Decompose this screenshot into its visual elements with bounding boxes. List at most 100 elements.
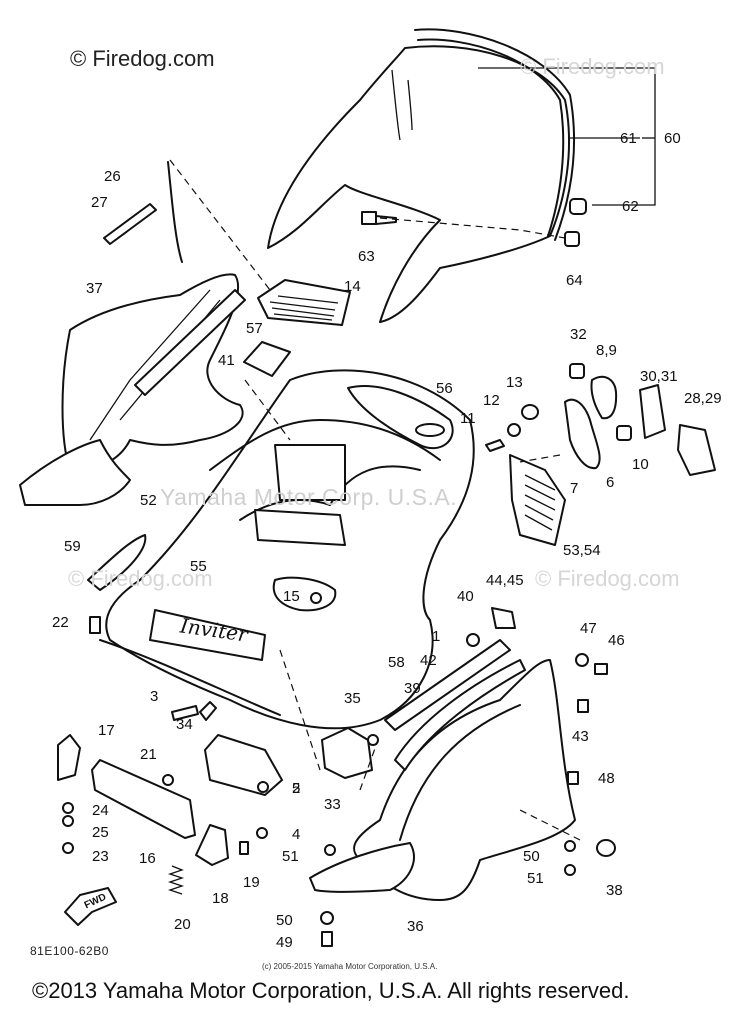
callout-27: 27 xyxy=(91,194,108,211)
callout-15: 15 xyxy=(283,588,300,605)
grommet-64 xyxy=(564,231,580,247)
bolt-19 xyxy=(239,841,249,855)
bolt-46 xyxy=(594,663,608,675)
callout-21: 21 xyxy=(140,746,157,763)
bracket-17 xyxy=(57,734,81,781)
callout-22: 22 xyxy=(52,614,69,631)
bolt-11 xyxy=(485,439,505,452)
callout-39: 39 xyxy=(404,680,421,697)
spring-20 xyxy=(167,865,185,895)
watermark-firedog-faint: © Firedog.com xyxy=(68,566,213,591)
bracket-6 xyxy=(564,398,601,470)
callout-26: 26 xyxy=(104,168,121,185)
callout-51: 51 xyxy=(282,848,299,865)
callout-5: 5 xyxy=(292,780,301,797)
bracket-30-31 xyxy=(639,384,666,439)
callout-1: 1 xyxy=(432,628,441,645)
callout-47: 47 xyxy=(580,620,597,637)
buffer-2 xyxy=(204,734,283,796)
grommet-13 xyxy=(521,404,539,420)
callout-59: 59 xyxy=(64,538,81,555)
washer-25 xyxy=(62,815,74,827)
callout-20: 20 xyxy=(174,916,191,933)
washer-47 xyxy=(575,653,589,667)
callout-64: 64 xyxy=(566,272,583,289)
hood xyxy=(99,369,475,730)
watermark-firedog: © Firedog.com xyxy=(70,46,215,71)
callout-50: 50 xyxy=(276,912,293,929)
callout-46: 46 xyxy=(608,632,625,649)
nut-4 xyxy=(256,827,268,839)
callout-44-45: 44,45 xyxy=(486,572,524,589)
side-cowl-36 xyxy=(309,659,576,901)
bracket-44-45 xyxy=(491,607,516,629)
callout-40: 40 xyxy=(457,588,474,605)
callout-4: 4 xyxy=(292,826,301,843)
callout-2: 2 xyxy=(292,780,301,797)
small-copyright: (c) 2005-2015 Yamaha Motor Corporation, … xyxy=(262,962,438,971)
strap-41 xyxy=(134,289,246,396)
callout-18: 18 xyxy=(212,890,229,907)
callout-14: 14 xyxy=(344,278,361,295)
bumper-16 xyxy=(91,759,196,839)
nut-15 xyxy=(310,592,322,604)
callout-51: 51 xyxy=(527,870,544,887)
callout-55: 55 xyxy=(190,558,207,575)
watermark-firedog-faint: © Firedog.com xyxy=(520,54,665,79)
footer-copyright: ©2013 Yamaha Motor Corporation, U.S.A. A… xyxy=(32,978,630,1003)
callout-41: 41 xyxy=(218,352,235,369)
callout-13: 13 xyxy=(506,374,523,391)
callout-8-9: 8,9 xyxy=(596,342,617,359)
callout-28-29: 28,29 xyxy=(684,390,722,407)
nut-51a xyxy=(324,844,336,856)
callout-33: 33 xyxy=(324,796,341,813)
callout-32: 32 xyxy=(570,326,587,343)
callout-34: 34 xyxy=(176,716,193,733)
bracket-18 xyxy=(195,824,229,866)
nut-21 xyxy=(162,774,174,786)
callout-36: 36 xyxy=(407,918,424,935)
callout-16: 16 xyxy=(139,850,156,867)
callout-12: 12 xyxy=(483,392,500,409)
bolt-43 xyxy=(577,699,589,713)
callout-11: 11 xyxy=(460,410,476,427)
grille-14 xyxy=(257,279,351,326)
bolt-63 xyxy=(361,211,397,225)
washer-5 xyxy=(257,781,269,793)
callout-49: 49 xyxy=(276,934,293,951)
callout-53-54: 53,54 xyxy=(563,542,601,559)
callout-7: 7 xyxy=(570,480,579,497)
callout-6: 6 xyxy=(606,474,615,491)
bracket-8-9 xyxy=(590,375,618,420)
callout-24: 24 xyxy=(92,802,109,819)
nut-32 xyxy=(569,363,585,379)
callout-17: 17 xyxy=(98,722,115,739)
bolt-3 xyxy=(171,705,199,721)
callout-23: 23 xyxy=(92,848,109,865)
callout-43: 43 xyxy=(572,728,589,745)
bolt-48 xyxy=(567,771,579,785)
watermark-firedog-faint: © Firedog.com xyxy=(535,566,680,591)
grommet-50b xyxy=(564,840,576,852)
callout-57: 57 xyxy=(246,320,263,337)
trim-62 xyxy=(569,198,587,215)
callout-10: 10 xyxy=(632,456,649,473)
nut-40 xyxy=(466,633,480,647)
bolt-49 xyxy=(321,931,333,947)
callout-58: 58 xyxy=(388,654,405,671)
bracket-28-29 xyxy=(677,424,716,476)
trim-39 xyxy=(394,659,526,771)
gasket-59 xyxy=(87,534,147,591)
callout-52: 52 xyxy=(140,492,157,509)
callout-62: 62 xyxy=(622,198,639,215)
callout-63: 63 xyxy=(358,248,375,265)
callout-38: 38 xyxy=(606,882,623,899)
nut-24 xyxy=(62,802,74,814)
trim-42 xyxy=(384,639,511,731)
cover-33 xyxy=(321,727,373,779)
callout-60: 60 xyxy=(664,130,681,147)
callout-3: 3 xyxy=(150,688,159,705)
cable-26 xyxy=(167,161,183,263)
watermark-yamaha: Yamaha Motor Corp. U.S.A. xyxy=(160,484,458,510)
